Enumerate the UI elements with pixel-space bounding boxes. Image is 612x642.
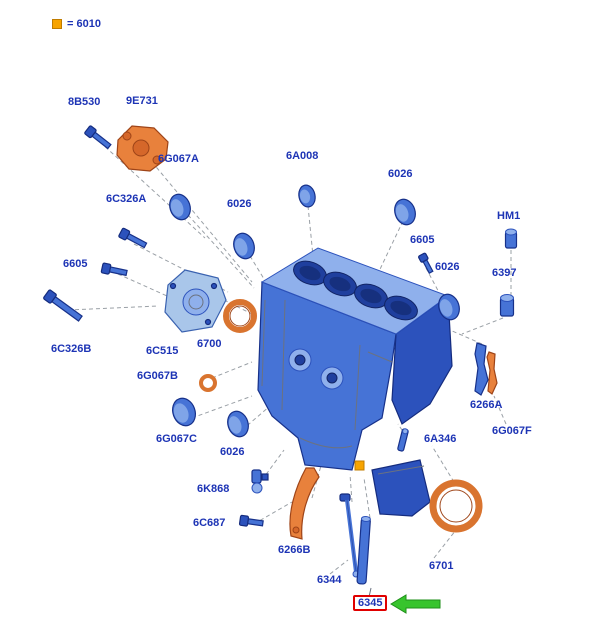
part-6C515	[164, 269, 227, 333]
part-label-8B530[interactable]: 8B530	[68, 96, 101, 108]
part-engine-block-6010	[257, 247, 453, 517]
part-6605-right	[418, 252, 434, 274]
part-6A008	[298, 184, 316, 208]
part-label-6026-3[interactable]: 6026	[435, 261, 460, 273]
part-6397	[499, 294, 515, 317]
part-6G067B	[199, 374, 217, 392]
legend-text: = 6010	[67, 18, 101, 30]
part-label-6A008[interactable]: 6A008	[286, 150, 319, 162]
part-6345	[356, 515, 371, 585]
part-label-6C515[interactable]: 6C515	[146, 345, 179, 357]
part-label-6C326A[interactable]: 6C326A	[106, 193, 147, 205]
part-label-6026-2[interactable]: 6026	[227, 198, 252, 210]
part-6026-2	[233, 232, 255, 260]
part-label-6K868[interactable]: 6K868	[197, 483, 230, 495]
part-label-6344[interactable]: 6344	[317, 574, 342, 586]
legend-square-icon	[52, 19, 62, 29]
part-6026-1	[394, 198, 416, 226]
part-6G067C	[172, 397, 196, 427]
part-label-9E731[interactable]: 9E731	[126, 95, 158, 107]
part-label-6G067F[interactable]: 6G067F	[492, 425, 532, 437]
part-label-6266B[interactable]: 6266B	[278, 544, 311, 556]
part-6G067F	[486, 351, 498, 395]
part-label-6G067C[interactable]: 6G067C	[156, 433, 197, 445]
part-label-6026-4[interactable]: 6026	[220, 446, 245, 458]
part-6701	[429, 479, 483, 533]
part-label-6C687[interactable]: 6C687	[193, 517, 226, 529]
part-6266B	[289, 467, 320, 540]
legend: = 6010	[52, 18, 101, 30]
part-6026-3	[438, 293, 460, 321]
part-6266A	[474, 342, 489, 396]
part-6A346	[397, 428, 409, 452]
part-6026-4	[227, 410, 249, 438]
part-label-6G067B[interactable]: 6G067B	[137, 370, 178, 382]
part-6344	[339, 493, 360, 578]
part-label-6397[interactable]: 6397	[492, 267, 517, 279]
part-label-6G067A[interactable]: 6G067A	[158, 153, 199, 165]
part-6K868	[251, 469, 269, 494]
part-6C326B	[43, 289, 83, 322]
part-6605-left	[100, 262, 128, 277]
part-6C687	[238, 514, 264, 527]
part-label-6605-2[interactable]: 6605	[63, 258, 88, 270]
part-label-6026-1[interactable]: 6026	[388, 168, 413, 180]
part-label-6700[interactable]: 6700	[197, 338, 222, 350]
part-6700	[223, 299, 257, 333]
part-label-6605-1[interactable]: 6605	[410, 234, 435, 246]
part-8B530	[84, 125, 112, 150]
part-label-6266A[interactable]: 6266A	[470, 399, 503, 411]
part-9E731	[116, 125, 169, 172]
part-HM1	[504, 228, 518, 249]
callout-arrow	[390, 594, 441, 614]
part-label-6A346[interactable]: 6A346	[424, 433, 457, 445]
block-marker-6010	[354, 460, 365, 471]
part-6C326A	[118, 227, 148, 249]
part-6G067A	[169, 193, 191, 221]
part-label-HM1[interactable]: HM1	[497, 210, 521, 222]
part-label-6C326B[interactable]: 6C326B	[51, 343, 92, 355]
part-label-6345-highlighted[interactable]: 6345	[353, 595, 388, 611]
part-label-6701[interactable]: 6701	[429, 560, 454, 572]
